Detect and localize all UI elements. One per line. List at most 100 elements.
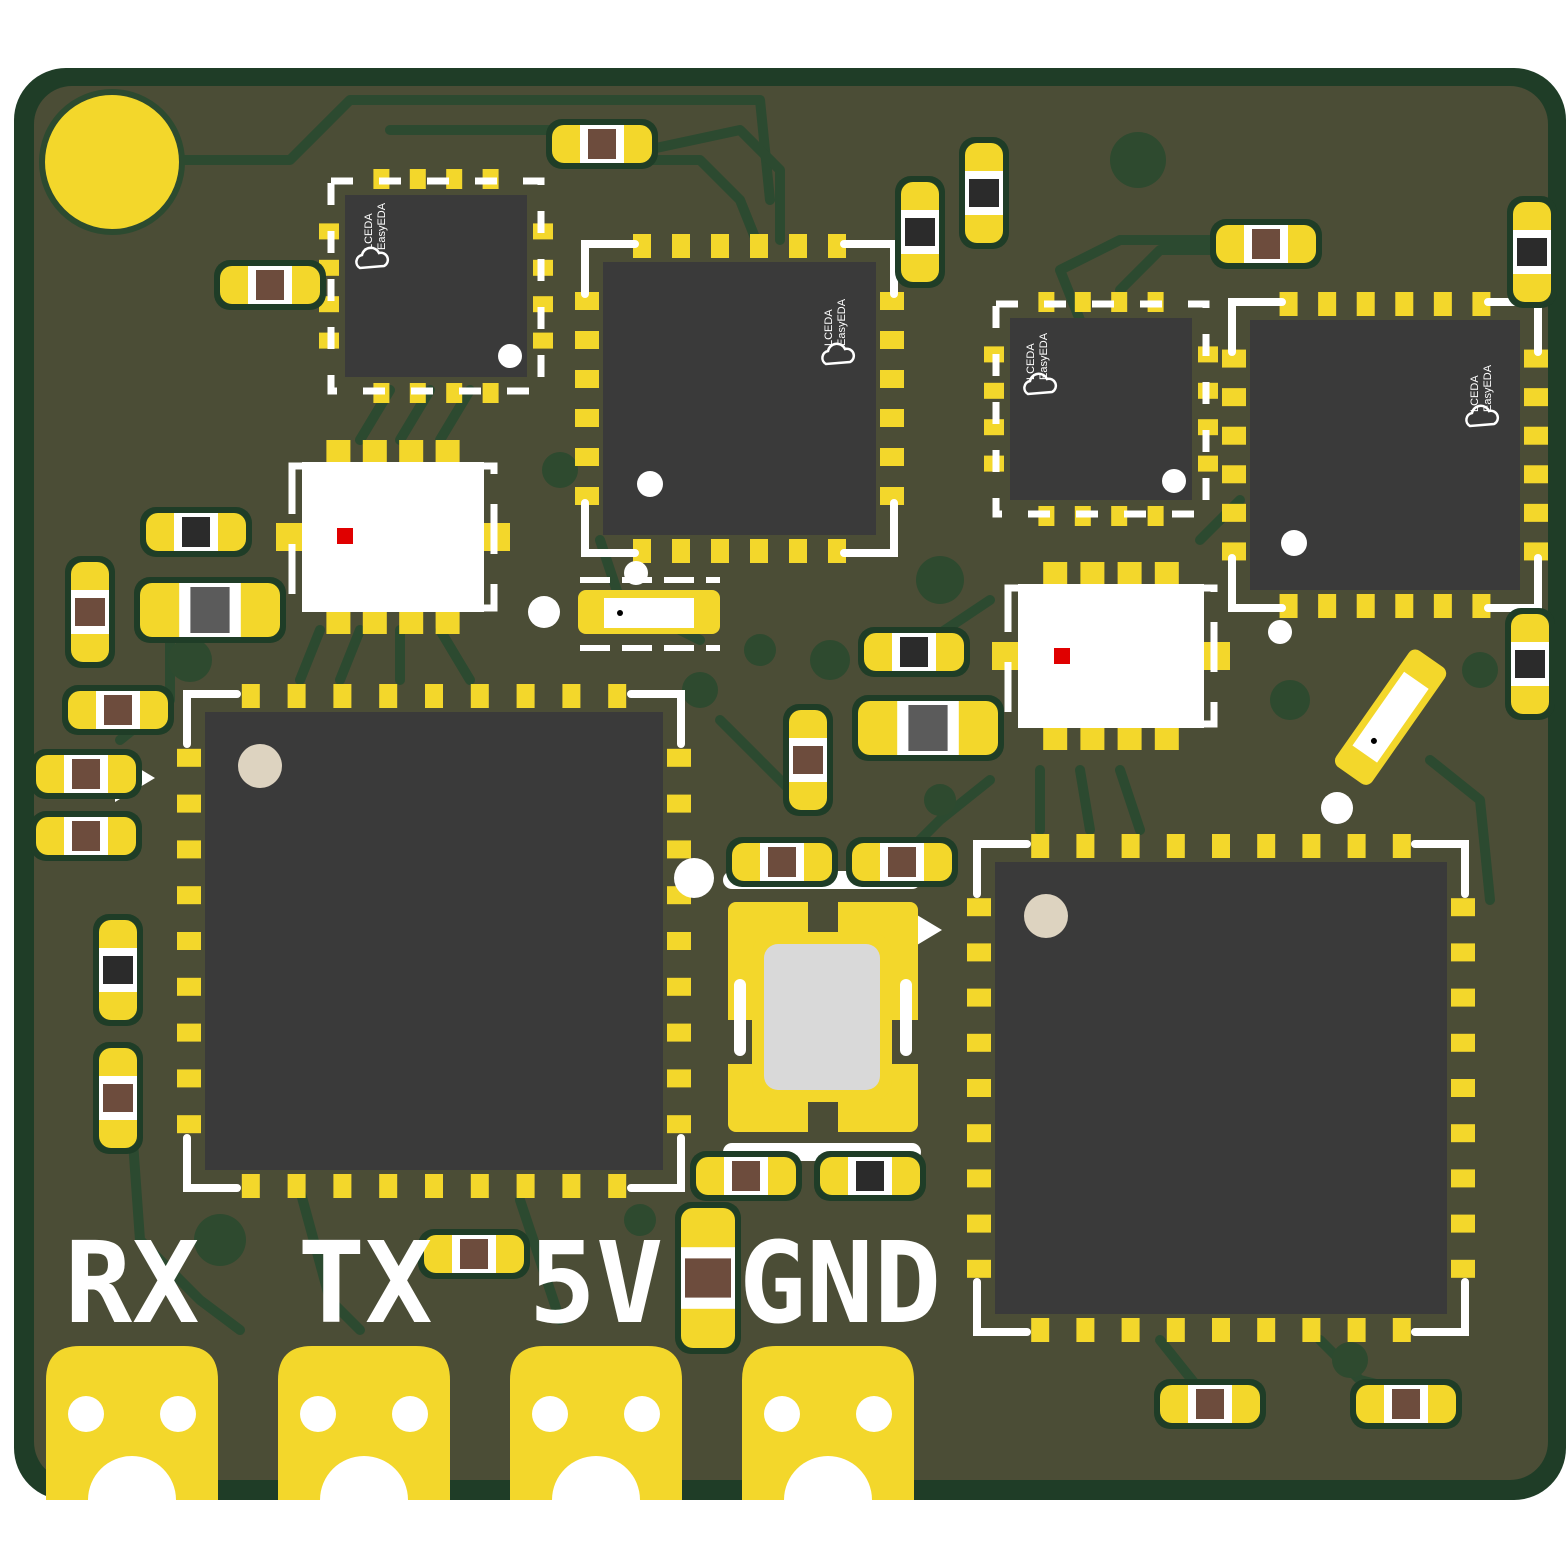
chip-pad-top	[828, 234, 846, 258]
passive-large-1	[134, 577, 286, 643]
passive-7	[140, 507, 252, 557]
passive-body	[1517, 238, 1547, 266]
chip-pad-bottom	[562, 1174, 581, 1198]
chip-pad-left	[1222, 349, 1246, 368]
passive-3	[895, 176, 945, 288]
passive-body	[1515, 650, 1545, 678]
silkscreen-labels: RX TX 5V GND	[65, 1219, 942, 1349]
chip-pad-top	[287, 684, 306, 708]
chip-pad-bottom	[1111, 506, 1128, 526]
chip-silk-corner	[840, 240, 898, 298]
chip-pad-right	[880, 448, 904, 466]
chip-pad-left	[177, 794, 201, 813]
header-hole-left	[532, 1396, 568, 1432]
chip-pad-right	[1451, 898, 1475, 917]
passive-23	[1505, 608, 1555, 720]
passive-18	[690, 1151, 802, 1201]
chip-pad-left	[177, 977, 201, 996]
chip-pad-left	[177, 932, 201, 950]
passive-body	[969, 179, 999, 207]
passive-body	[900, 637, 928, 667]
chip-pad-right	[1198, 455, 1218, 472]
chip-logo-line2: EasyEDA	[1482, 364, 1494, 412]
passive-17	[846, 837, 958, 887]
chip-pad-left	[177, 1115, 201, 1134]
chip-silk-corner	[1228, 554, 1286, 612]
mcu-left	[177, 684, 691, 1198]
chip-pin1-dot	[238, 744, 282, 788]
header-pad-1	[46, 1346, 218, 1500]
chip-logo-2: LCEDA EasyEDA	[823, 298, 848, 346]
chip-pad-top	[1212, 834, 1230, 858]
chip-pad-left	[575, 487, 599, 505]
header-castellation	[320, 1456, 408, 1500]
label-gnd: GND	[739, 1219, 941, 1349]
chip-pad-right	[1451, 1214, 1475, 1233]
chip-pad-right	[1524, 542, 1548, 561]
passive-large-2	[852, 695, 1004, 761]
chip-silk-corner	[1228, 298, 1286, 356]
label-tx: TX	[298, 1219, 433, 1349]
passive-14	[858, 627, 970, 677]
copper-vias	[168, 132, 1498, 1378]
silk-dot-2	[624, 561, 648, 585]
chip-logo-line1: LCEDA	[823, 309, 835, 346]
passive-5	[1210, 219, 1322, 269]
label-rx: RX	[65, 1219, 200, 1349]
header-pad-copper	[46, 1346, 218, 1500]
passive-10	[30, 749, 142, 799]
sensor-marker	[337, 528, 353, 544]
chip-pad-bottom	[1392, 1318, 1411, 1342]
chip-pad-right	[1451, 1033, 1475, 1052]
chip-pad-left	[1222, 503, 1246, 522]
passive-body	[72, 821, 100, 851]
sensor-marker	[1054, 648, 1070, 664]
chip-pad-bottom	[333, 1174, 352, 1198]
chip-pad-right	[1524, 503, 1548, 522]
chip-pad-right	[880, 370, 904, 388]
chip-pad-bottom	[1433, 594, 1452, 618]
diode-dot	[617, 610, 623, 616]
diode-dot	[1370, 737, 1377, 744]
chip-small-2	[984, 292, 1218, 526]
chip-logo-line2: EasyEDA	[836, 298, 848, 346]
chip-pad-right	[880, 331, 904, 349]
passive-22	[1350, 1379, 1462, 1429]
chip-pad-bottom	[425, 1174, 443, 1198]
chip-pad-left	[177, 1069, 201, 1088]
chip-pad-bottom	[1031, 1318, 1050, 1342]
chip-pad-top	[1395, 292, 1414, 316]
chip-pad-left	[1222, 542, 1246, 561]
chip-pad-right	[1524, 349, 1548, 368]
chip-pad-bottom	[1395, 594, 1414, 618]
chip-pad-top	[672, 234, 690, 258]
chip-pad-top	[425, 684, 443, 708]
passive-body	[905, 218, 935, 246]
chip-pad-bottom	[750, 539, 768, 563]
header-castellation	[784, 1456, 872, 1500]
header-hole-left	[764, 1396, 800, 1432]
chip-pad-top	[1472, 292, 1491, 316]
chip-pad-bottom	[1347, 1318, 1366, 1342]
chip-pad-top	[446, 169, 463, 189]
sensor-left	[276, 440, 510, 634]
chip-pad-left	[1222, 465, 1246, 484]
chip-pad-right	[1451, 1124, 1475, 1143]
chip-pad-top	[750, 234, 768, 258]
chip-pad-left	[967, 1214, 991, 1233]
chip-body	[205, 712, 663, 1170]
header-castellation	[552, 1456, 640, 1500]
passive-body	[190, 587, 230, 633]
chip-pad-left	[177, 1023, 201, 1042]
passive-21	[1154, 1379, 1266, 1429]
chip-pad-top	[470, 684, 489, 708]
passive-1	[546, 119, 658, 169]
header-hole-left	[68, 1396, 104, 1432]
chip-pad-left	[967, 1169, 991, 1188]
chip-pad-top	[562, 684, 581, 708]
chip-silk-corner	[840, 499, 898, 557]
passive-body	[256, 270, 284, 300]
chip-pad-left	[1222, 426, 1246, 445]
chip-pad-bottom	[482, 383, 499, 403]
header-hole-right	[624, 1396, 660, 1432]
